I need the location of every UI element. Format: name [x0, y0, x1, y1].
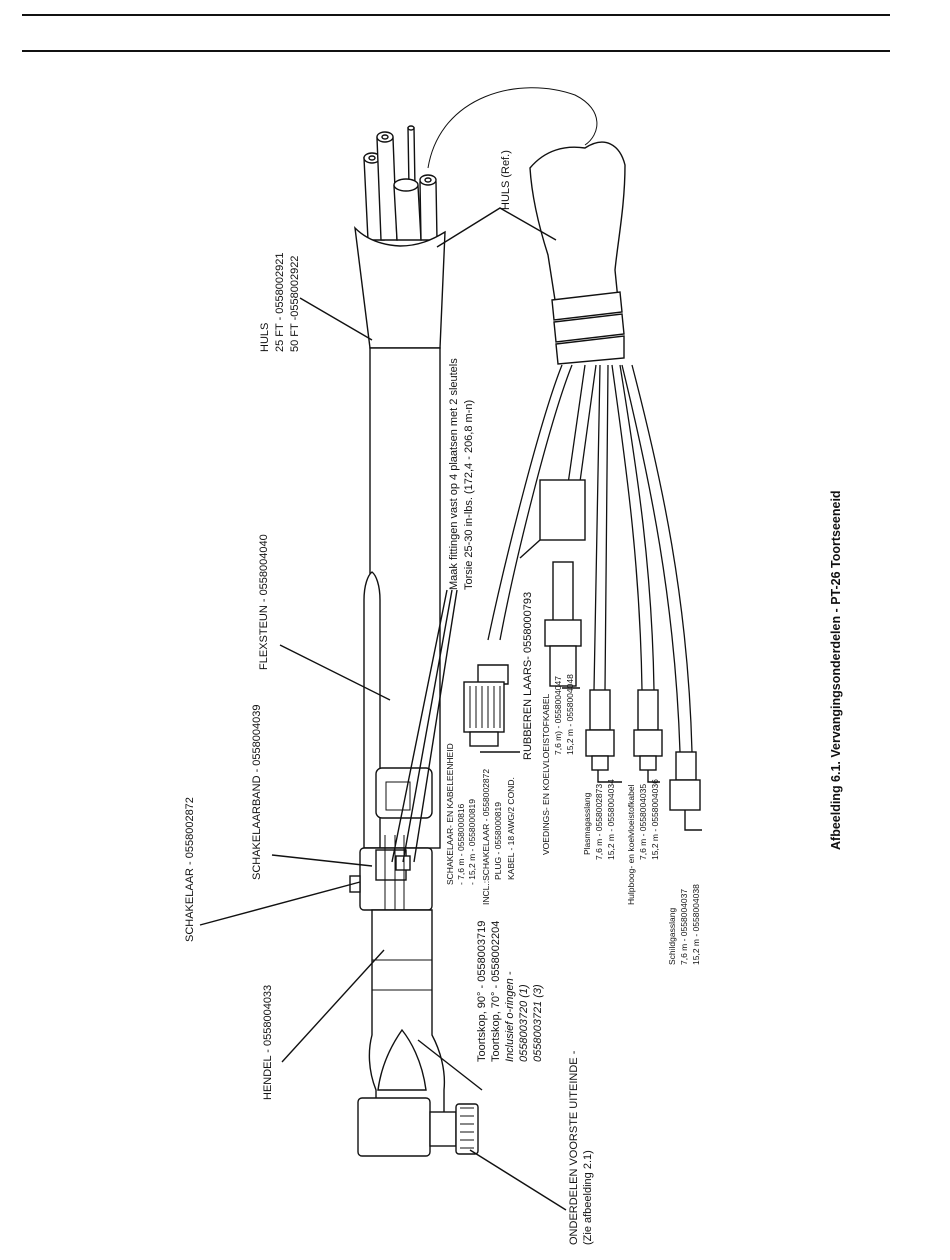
handle [368, 909, 446, 1131]
hose-bundle [487, 364, 693, 753]
label-huls-title: HULS [259, 323, 271, 352]
label-schild-152: 15,2 m - 0558004038 [691, 884, 701, 965]
leader-lines [199, 207, 702, 1211]
label-incl-schakelaar: INCL.:SCHAKELAAR - 0558002872 [481, 769, 491, 905]
label-kabel-152: - 15,2 m - 0558000819 [467, 799, 477, 885]
pilot-arc-fitting [633, 689, 663, 771]
label-hulp-152: 15,2 m - 0558004036 [650, 779, 660, 860]
label-voorste-1: ONDERDELEN VOORSTE UITEINDE - [568, 1050, 580, 1245]
header-rule [22, 50, 890, 52]
label-fitting-note-1: Maak fittingen vast op 4 plaatsen met 2 … [448, 358, 460, 590]
label-voorste-2: (Zie afbeelding 2.1) [582, 1150, 594, 1245]
label-huls-50: 50 FT -0558002922 [289, 256, 301, 352]
label-schakelaarband: SCHAKELAARBAND - 0558004039 [251, 705, 263, 880]
label-plug: PLUG - 0558000819 [493, 802, 503, 880]
label-oringen-2: 0558003720 (1) [518, 984, 530, 1062]
sheath-right [529, 141, 626, 301]
label-fitting-note-2: Torsie 25-30 in-lbs. (172,4 - 206,8 m-n) [463, 400, 475, 590]
label-toorts-90: Toortskop, 90° - 0558003719 [476, 921, 488, 1062]
label-huls-ref: HULS (Ref.) [500, 150, 512, 210]
power-fitting [544, 561, 582, 687]
wrap-bands [551, 291, 625, 365]
label-oringen-1: Inclusief o-ringen - [504, 971, 516, 1062]
labels: HULS 25 FT - 0558002921 50 FT -055800292… [184, 150, 843, 1245]
label-kabel-title: SCHAKELAAR- EN KABELEENHEID [445, 743, 455, 885]
torch-illustration [349, 87, 701, 1157]
label-voeding-title: VOEDINGS- EN KOELVLOEISTOFKABEL [541, 693, 551, 855]
label-plasma-76: 7,6 m - 0558002873 [594, 784, 604, 860]
label-hulp-title: Hulpboog- en koelvloeistofkabel [626, 784, 636, 905]
shield-fitting [669, 751, 701, 811]
label-hulp-76: 7,6 m - 0558004035 [638, 784, 648, 860]
label-oringen-3: 0558003721 (3) [532, 984, 544, 1062]
label-hendel: HENDEL - 0558004033 [262, 985, 274, 1100]
label-schild-title: Schildgasslang [667, 908, 677, 965]
cable-plug [463, 664, 509, 747]
label-plasma-title: Plasmagasslang [582, 792, 592, 855]
label-voeding-76: 7,6 m) - 0558004047 [553, 676, 563, 755]
torch-head [357, 1097, 479, 1157]
label-toorts-70: Toortskop, 70° - 0558002204 [490, 921, 502, 1062]
label-kabel-awg: KABEL - 18 AWG/2 COND. [506, 777, 516, 880]
label-kabel-76: - 7,6 m - 0558000816 [456, 803, 466, 885]
sheath-cable-loop [427, 87, 598, 169]
top-rule [22, 14, 890, 16]
label-schild-76: 7,6 m - 0558004037 [679, 889, 689, 965]
plasma-fitting [585, 689, 615, 771]
figure-caption: Afbeelding 6.1. Vervangingsonderdelen - … [829, 490, 843, 850]
label-rubber-boot: RUBBEREN LAARS- 0558000793 [522, 592, 534, 760]
label-plasma-152: 15,2 m - 0558004034 [606, 779, 616, 860]
label-huls-25: 25 FT - 0558002921 [274, 253, 286, 352]
sheath-left [354, 226, 446, 349]
hose-ends [363, 125, 438, 241]
label-voeding-152: 15,2 m - 0558004048 [565, 674, 575, 755]
label-flexsteun: FLEXSTEUN - 0558004040 [258, 534, 270, 670]
label-schakelaar: SCHAKELAAR - 0558002872 [184, 797, 196, 942]
